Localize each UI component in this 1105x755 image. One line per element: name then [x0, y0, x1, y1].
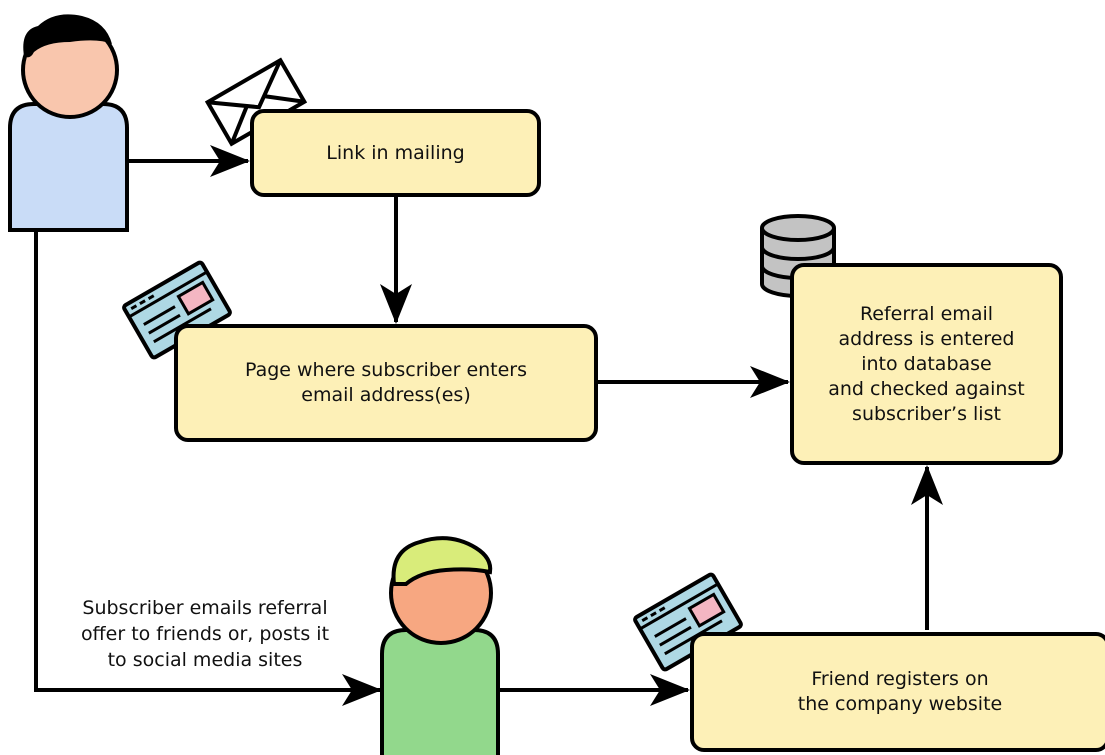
friend-person-icon — [380, 536, 500, 755]
referral-share-caption: Subscriber emails referral offer to frie… — [80, 597, 330, 671]
referral-database-box: Referral email address is entered into d… — [790, 263, 1063, 465]
subscriber-entry-page-label: Page where subscriber enters email addre… — [244, 359, 528, 406]
friend-registers-box: Friend registers on the company website — [690, 632, 1105, 752]
referral-database-label: Referral email address is entered into d… — [828, 302, 1025, 425]
link-in-mailing-label: Link in mailing — [326, 141, 465, 164]
subscriber-person-icon — [8, 14, 129, 232]
arrow-subscriber-to-friend — [34, 230, 382, 706]
link-in-mailing-box: Link in mailing — [250, 109, 541, 197]
friend-registers-label: Friend registers on the company website — [797, 668, 1003, 715]
subscriber-entry-page-box: Page where subscriber enters email addre… — [174, 324, 598, 442]
